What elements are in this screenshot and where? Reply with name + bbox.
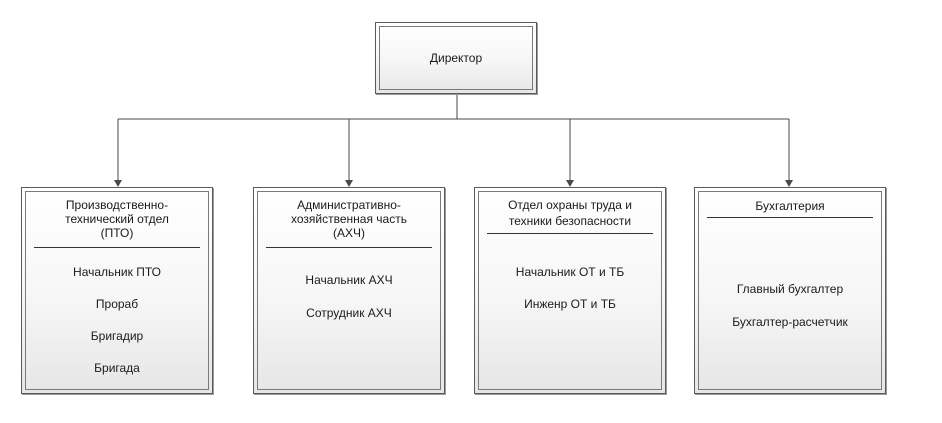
dept-title-divider [34,247,200,248]
director-label: Директор [429,51,483,65]
role-item: Прораб [95,297,139,311]
dept-box-frame [478,191,662,390]
dept-title-line: Производственно- [65,198,169,212]
dept-box-ot-tb[interactable]: Отдел охраны труда и техники безопасност… [474,187,666,394]
role-item: Бригада [94,361,140,375]
dept-box-ahch[interactable]: Административно- хозяйственная часть (АХ… [253,187,445,394]
dept-title-line: хозяйственная часть [291,212,407,226]
dept-title-line: Бухгалтерия [755,199,825,213]
role-item: Сотрудник АХЧ [306,306,392,320]
dept-title-line: (АХЧ) [333,226,365,240]
dept-box-accounting[interactable]: Бухгалтерия Главный бухгалтер Бухгалтер-… [694,187,886,394]
dept-box-pto[interactable]: Производственно- технический отдел (ПТО)… [21,187,213,394]
role-item: Главный бухгалтер [736,282,844,296]
dept-title-divider [707,217,873,218]
dept-title-divider [266,247,432,248]
role-item: Начальник ОТ и ТБ [515,265,625,279]
dept-title-line: (ПТО) [100,226,134,240]
role-item: Инженр ОТ и ТБ [524,297,616,311]
dept-title-line: Административно- [297,198,401,212]
dept-box-frame [257,191,441,390]
dept-title-line: техники безопасности [508,214,632,228]
director-box-frame [379,26,533,90]
dept-box-frame [25,191,209,390]
dept-title-line: технический отдел [65,212,169,226]
role-item: Начальник АХЧ [305,273,393,287]
dept-title-divider [487,233,653,234]
director-box[interactable]: Директор [375,22,537,94]
dept-box-frame [698,191,882,390]
dept-title-line: Отдел охраны труда и [508,198,632,212]
role-item: Бухгалтер-расчетчик [732,315,848,329]
role-item: Бригадир [90,329,144,343]
role-item: Начальник ПТО [73,265,161,279]
